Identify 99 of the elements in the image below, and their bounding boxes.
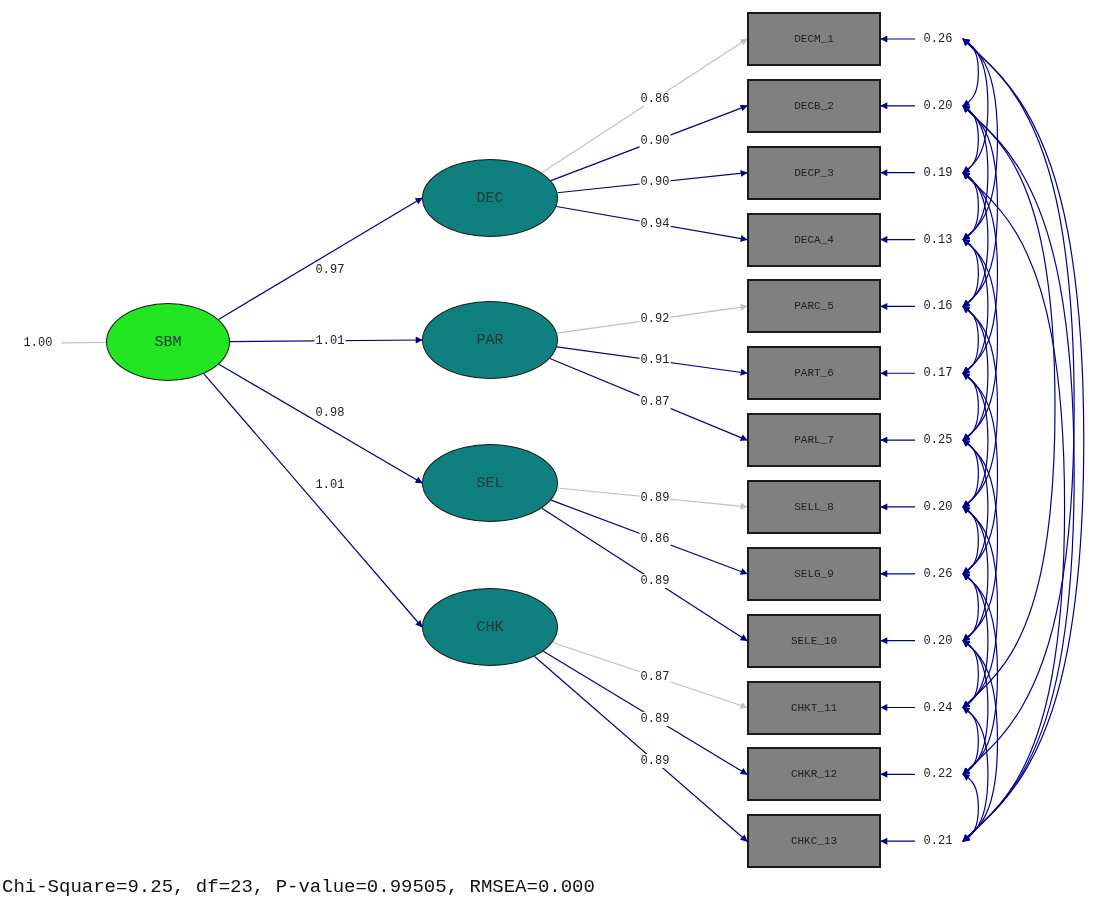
edge-label: 0.98 — [314, 405, 346, 420]
covariance-arrow — [962, 773, 979, 842]
observed-variable-box — [747, 613, 881, 668]
observed-variable-box — [747, 479, 881, 534]
error-variance-value: 0.20 — [915, 632, 961, 649]
covariance-arrow — [962, 439, 999, 642]
error-variance-value: 0.26 — [915, 565, 961, 582]
variable-label: DECA_4 — [794, 233, 834, 246]
edge-label: 0.89 — [639, 574, 671, 589]
error-variance-value: 0.13 — [915, 231, 961, 248]
covariance-arrow — [962, 372, 999, 575]
covariance-arrow — [962, 172, 1066, 842]
arrow — [533, 655, 748, 842]
arrow — [880, 570, 916, 578]
edge-label: 0.86 — [639, 532, 671, 547]
observed-variable-box — [747, 680, 881, 735]
covariance-arrow — [962, 305, 979, 374]
covariance-arrow — [962, 573, 979, 642]
arrow — [880, 770, 916, 778]
arrow — [880, 35, 916, 43]
variable-label: CHK — [476, 618, 504, 636]
variable-label: SBM — [154, 333, 182, 351]
error-variance-value: 0.20 — [915, 97, 961, 114]
variable-label: PARL_7 — [794, 434, 834, 447]
arrow — [880, 302, 916, 310]
observed-variable-box — [747, 212, 881, 267]
observed-variable-box — [747, 747, 881, 802]
observed-variable-box — [747, 346, 881, 401]
observed-variable-box — [747, 546, 881, 601]
covariance-arrow — [962, 640, 999, 842]
observed-variable-box — [747, 78, 881, 133]
arrow — [880, 369, 916, 377]
variable-label: DECP_3 — [794, 166, 834, 179]
variable-label: PAR — [476, 331, 504, 349]
arrow — [541, 507, 748, 642]
edge-label: 0.86 — [639, 91, 671, 106]
arrow — [880, 503, 916, 511]
covariance-arrow — [962, 105, 1056, 709]
variable-label: SELL_8 — [794, 500, 834, 513]
arrow — [203, 373, 423, 628]
observed-variable-box — [747, 12, 881, 66]
observed-variable-box — [747, 814, 881, 869]
error-variance-value: 0.25 — [915, 432, 961, 449]
observed-variable-box — [747, 279, 881, 334]
covariance-arrow — [962, 305, 999, 508]
arrow — [218, 363, 423, 484]
covariance-arrow — [962, 706, 979, 775]
covariance-arrow — [962, 38, 999, 241]
error-variance-value: 0.16 — [915, 298, 961, 315]
covariance-arrow — [962, 38, 1075, 775]
edge-label: 0.87 — [639, 669, 671, 684]
arrow — [880, 436, 916, 444]
edge-label: 0.89 — [639, 711, 671, 726]
variable-label: PART_6 — [794, 367, 834, 380]
observed-variable-box — [747, 145, 881, 200]
arrow — [880, 169, 916, 177]
connector-line — [60, 341, 107, 344]
arrow — [542, 650, 748, 775]
variable-label: SELG_9 — [794, 567, 834, 580]
variable-label: DECM_1 — [794, 33, 834, 45]
covariance-arrow — [962, 506, 999, 709]
covariance-arrow — [962, 573, 999, 775]
covariance-arrow — [962, 706, 989, 842]
error-variance-value: 0.22 — [915, 766, 961, 783]
error-variance-value: 0.24 — [915, 699, 961, 716]
variable-label: DEC — [476, 189, 504, 207]
arrow — [217, 197, 423, 320]
error-variance-value: 0.20 — [915, 498, 961, 515]
variable-label: SELE_10 — [790, 634, 838, 647]
covariance-arrow — [962, 38, 989, 174]
variable-label: CHKT_11 — [790, 701, 838, 714]
edge-label: 0.89 — [639, 754, 671, 769]
edge-label: 0.87 — [639, 395, 671, 409]
covariance-arrow — [962, 38, 979, 107]
covariance-arrow — [962, 238, 979, 307]
arrow — [541, 38, 748, 174]
variable-label: SEL — [476, 474, 504, 492]
variable-label: CHKR_12 — [790, 768, 838, 781]
error-variance-value: 0.21 — [915, 833, 961, 850]
covariance-arrow — [962, 105, 989, 241]
covariance-arrow — [962, 105, 999, 307]
arrow — [880, 704, 916, 711]
variable-label: CHKC_13 — [790, 835, 838, 848]
edge-label: 0.90 — [639, 133, 671, 148]
error-variance-value: 1.00 — [15, 335, 61, 351]
error-variance-value: 0.19 — [915, 164, 961, 181]
arrow — [880, 637, 916, 645]
covariance-arrow — [962, 372, 989, 508]
variable-label: DECB_2 — [794, 99, 834, 112]
covariance-arrow — [962, 172, 999, 374]
arrow — [880, 236, 916, 244]
arrow — [880, 837, 916, 845]
error-variance-value: 0.26 — [915, 31, 961, 47]
variable-label: PARC_5 — [794, 300, 834, 313]
observed-variable-box — [747, 413, 881, 468]
covariance-arrow — [962, 238, 999, 441]
fit-statistics-caption: Chi-Square=9.25, df=23, P-value=0.99505, RMSEA=0.000 — [2, 876, 595, 898]
error-variance-value: 0.17 — [915, 365, 961, 382]
arrow — [880, 102, 916, 110]
